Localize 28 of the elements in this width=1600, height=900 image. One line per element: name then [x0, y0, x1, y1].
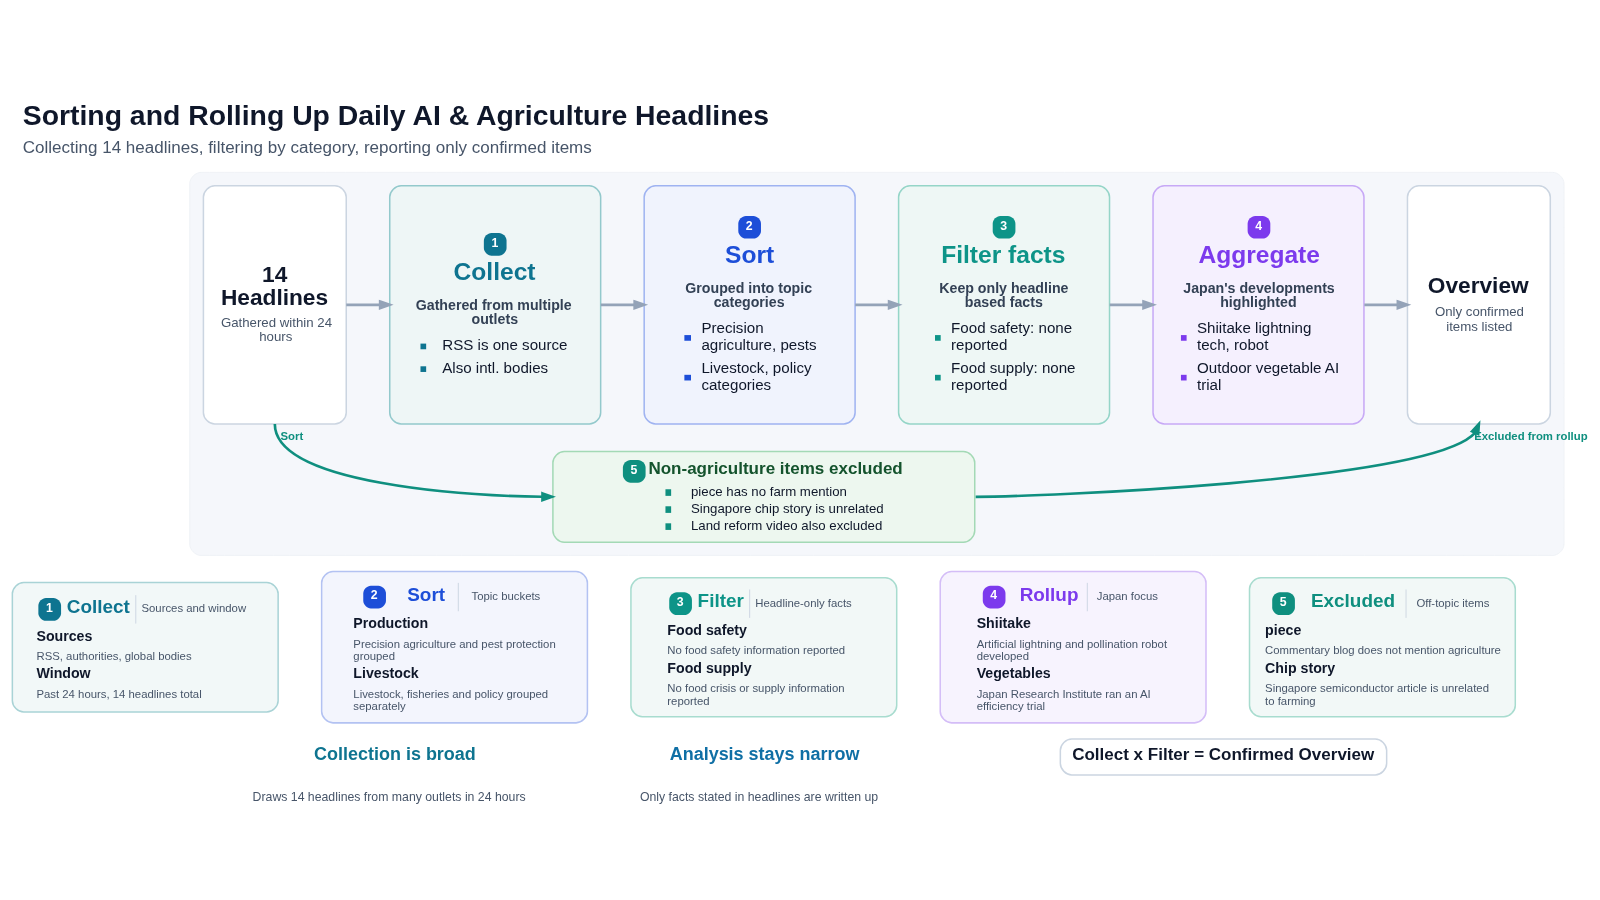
- arrow: [346, 299, 394, 310]
- node-box: Collect x Filter = Confirmed Overview: [1059, 738, 1388, 776]
- node-box: 1 Collect Gathered from multiple outlets RSS is one source Also intl. bodies: [389, 184, 602, 425]
- arrow: [1364, 299, 1412, 310]
- caption: Collecting 14 headlines, filtering by category, reporting only confirmed items: [22, 138, 592, 158]
- node-box: 5 Non-agriculture items excluded piece has no farm mention Singapore chip story is unrelated Land reform video also excluded: [552, 450, 976, 543]
- arrow: [600, 299, 649, 310]
- edge-label: Sort: [280, 429, 304, 442]
- node-box: 2 Sort Topic buckets Production Precision agriculture and pest protection grouped Livestock Livestock, fisheries and policy grouped separately: [320, 570, 589, 724]
- label: Analysis stays narrow: [669, 744, 860, 765]
- diagram-title: Sorting and Rolling Up Daily AI & Agriculture Headlines: [22, 98, 770, 131]
- node-box: 3 Filter Headline-only facts Food safety No food safety information reported Food supply No food crisis or supply information reported: [630, 576, 898, 718]
- arrow: [975, 420, 1481, 499]
- node-box: 4 Aggregate Japan's developments highlighted Shiitake lightning tech, robot Outdoor vegetable AI trial: [1152, 184, 1365, 425]
- node-box: 2 Sort Grouped into topic categories Precision agriculture, pests Livestock, policy categories: [643, 184, 856, 425]
- node-box: 5 Excluded Off-topic items piece Commentary blog does not mention agriculture Chip story Singapore semiconductor article is unrelated to farming: [1248, 576, 1517, 718]
- label: Draws 14 headlines from many outlets in 24 hours: [252, 789, 526, 804]
- edge-label: Excluded from rollup: [1474, 429, 1588, 442]
- node-box: 14 Headlines Gathered within 24 hours: [202, 184, 347, 425]
- label: Collection is broad: [314, 744, 476, 765]
- node-box: 3 Filter facts Keep only headline based facts Food safety: none reported Food supply: none reported: [897, 184, 1111, 425]
- arrow: [855, 299, 903, 310]
- arrow: [273, 423, 556, 502]
- arrow: [1109, 299, 1157, 310]
- node-box: 1 Collect Sources and window Sources RSS, authorities, global bodies Window Past 24 hours, 14 headlines total: [11, 581, 279, 713]
- node-box: Overview Only confirmed items listed: [1406, 184, 1552, 425]
- label: Only facts stated in headlines are written up: [639, 789, 879, 804]
- node-box: 4 Rollup Japan focus Shiitake Artificial lightning and pollination robot developed Vegetables Japan Research Institute ran an AI efficiency trial: [939, 570, 1207, 724]
